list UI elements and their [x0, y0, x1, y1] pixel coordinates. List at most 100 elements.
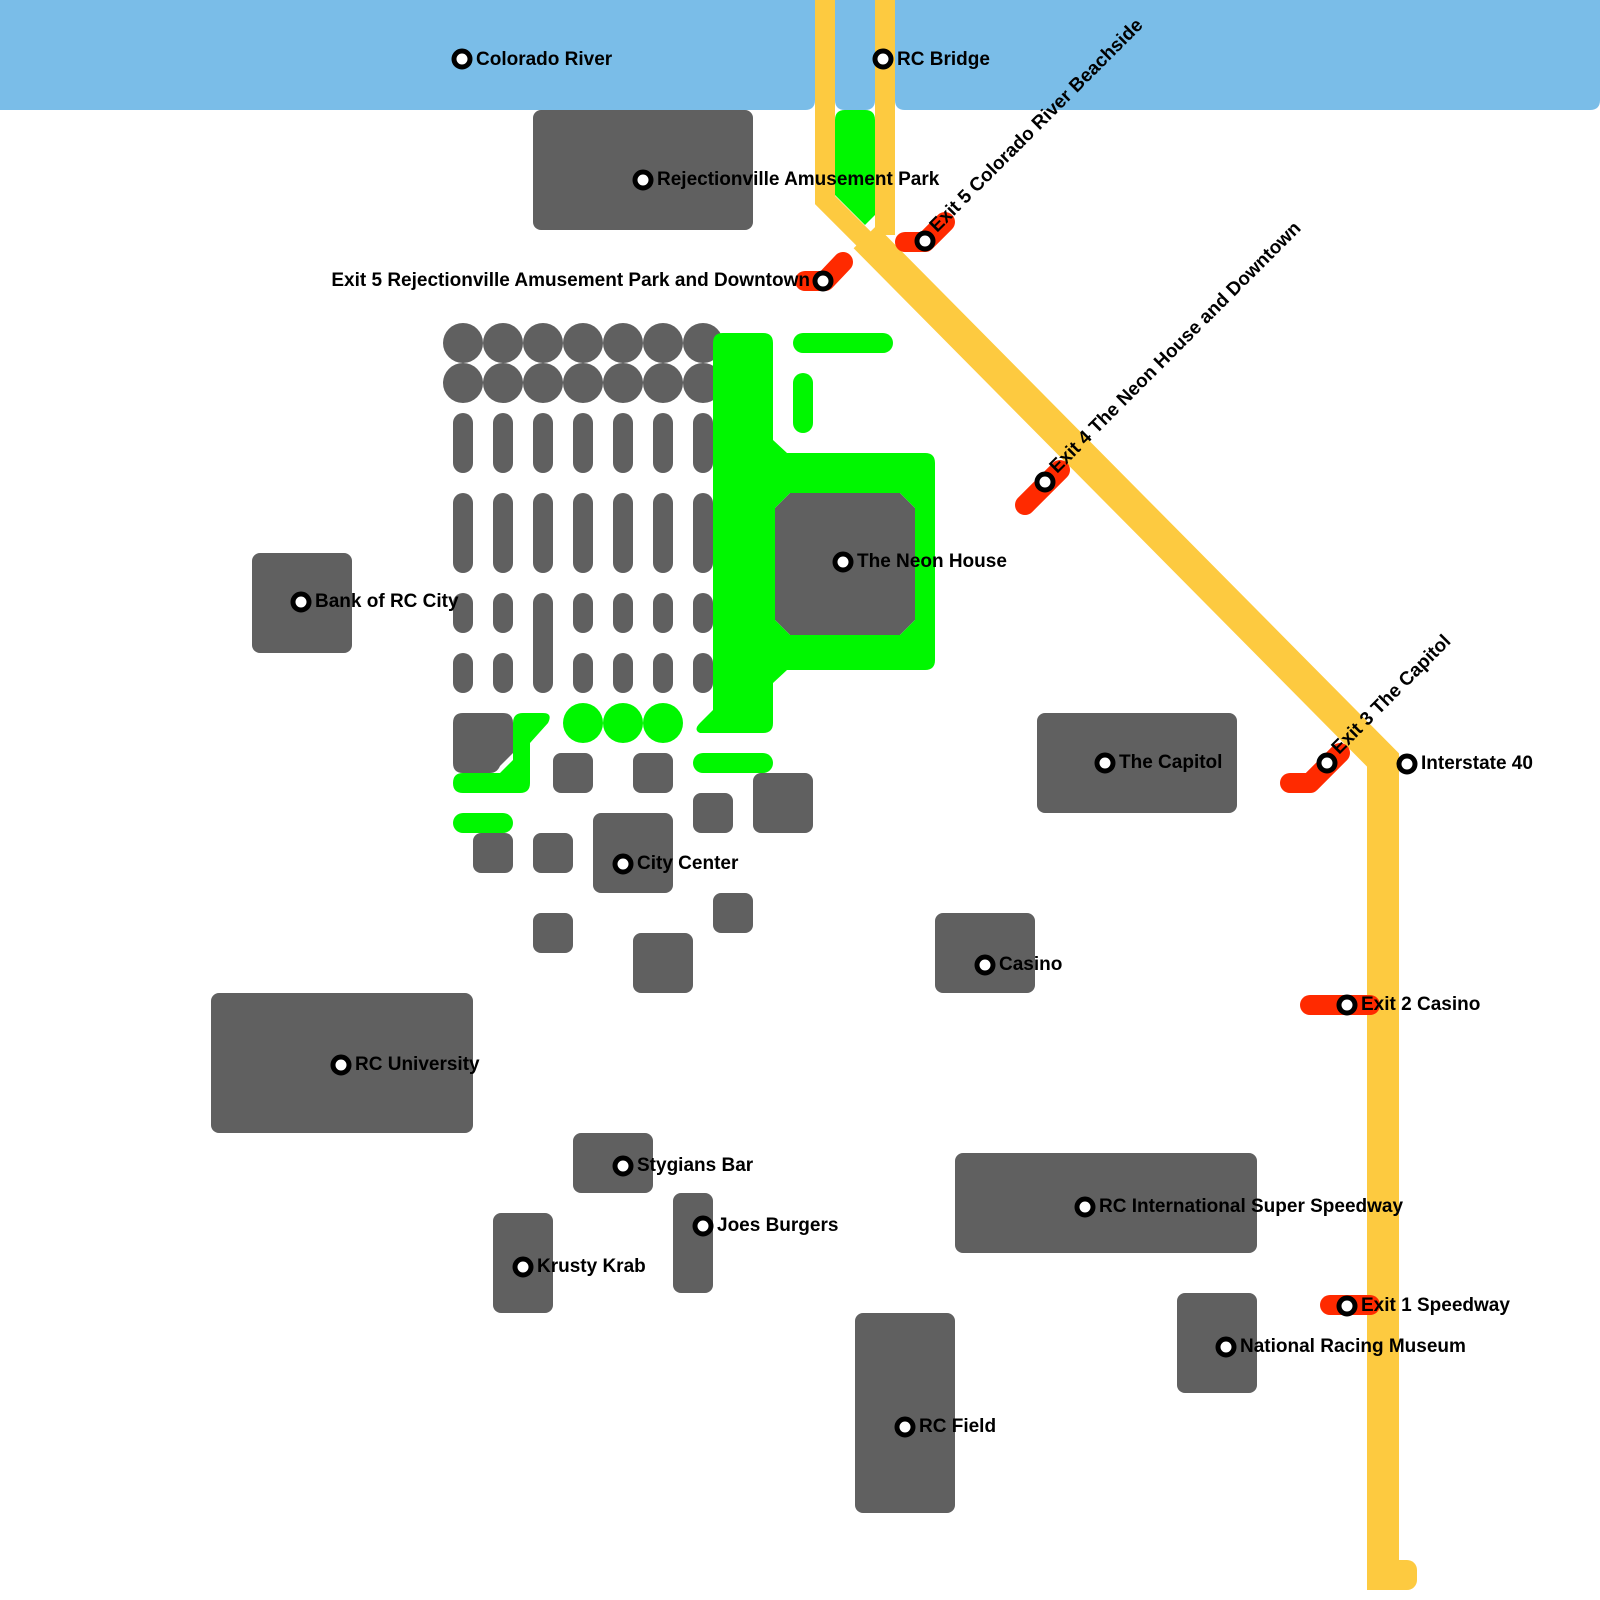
- station-marker-icon[interactable]: [832, 551, 854, 573]
- downtown-pill-block: [613, 593, 633, 633]
- station-interstate-40[interactable]: Interstate 40: [1396, 753, 1533, 775]
- station-exit-1[interactable]: Exit 1 Speedway: [1336, 1295, 1510, 1317]
- downtown-square-block: [553, 753, 593, 793]
- downtown-square-block: [633, 753, 673, 793]
- building-rc-field[interactable]: [855, 1313, 955, 1513]
- station-colorado-river[interactable]: Colorado River: [451, 48, 613, 70]
- downtown-blocks: [443, 323, 813, 993]
- station-rc-field[interactable]: RC Field: [894, 1416, 996, 1438]
- station-national-racing-museum[interactable]: National Racing Museum: [1215, 1336, 1466, 1358]
- downtown-circle-block: [563, 323, 603, 363]
- station-exit-4[interactable]: Exit 4 The Neon House and Downtown: [1034, 218, 1306, 493]
- downtown-pill-block: [613, 493, 633, 573]
- downtown-square-block: [533, 833, 573, 873]
- park-circle-3: [643, 703, 683, 743]
- building-city-center[interactable]: [593, 813, 673, 893]
- label-national-racing-museum: National Racing Museum: [1240, 1336, 1466, 1357]
- station-marker-icon[interactable]: [612, 1155, 634, 1177]
- station-rc-international-super-speedway[interactable]: RC International Super Speedway: [1074, 1196, 1403, 1218]
- label-rejectionville-amusement-park: Rejectionville Amusement Park: [657, 169, 940, 190]
- station-marker-icon[interactable]: [451, 48, 473, 70]
- station-krusty-krab[interactable]: Krusty Krab: [512, 1256, 646, 1278]
- downtown-pill-block: [493, 413, 513, 473]
- downtown-circle-block: [643, 363, 683, 403]
- downtown-pill-block: [573, 593, 593, 633]
- station-marker-icon[interactable]: [1336, 1295, 1358, 1317]
- downtown-square-block: [693, 793, 733, 833]
- downtown-pill-block: [693, 493, 713, 573]
- label-the-capitol: The Capitol: [1119, 752, 1222, 773]
- downtown-pill-block: [573, 413, 593, 473]
- station-the-neon-house[interactable]: The Neon House: [832, 551, 1007, 573]
- downtown-square-block: [533, 913, 573, 953]
- downtown-pill-block: [493, 493, 513, 573]
- station-marker-icon[interactable]: [812, 270, 834, 292]
- park-circle-2: [603, 703, 643, 743]
- label-rc-bridge: RC Bridge: [897, 49, 990, 70]
- station-marker-icon[interactable]: [914, 230, 936, 252]
- station-marker-icon[interactable]: [1094, 752, 1116, 774]
- downtown-pill-block: [653, 413, 673, 473]
- station-marker-icon[interactable]: [512, 1256, 534, 1278]
- river-segment-middle: [835, 0, 875, 110]
- station-rejectionville-amusement-park[interactable]: Rejectionville Amusement Park: [632, 169, 940, 191]
- station-marker-icon[interactable]: [1396, 753, 1418, 775]
- downtown-pill-block: [653, 593, 673, 633]
- station-marker-icon[interactable]: [1316, 752, 1338, 774]
- station-exit-5-rejectionville[interactable]: Exit 5 Rejectionville Amusement Park and…: [331, 270, 834, 292]
- park-strip-south: [693, 753, 773, 773]
- downtown-circle-block: [443, 363, 483, 403]
- station-marker-icon[interactable]: [1336, 994, 1358, 1016]
- station-casino[interactable]: Casino: [974, 954, 1062, 976]
- building-joes-burgers[interactable]: [673, 1193, 713, 1293]
- station-stygians-bar[interactable]: Stygians Bar: [612, 1155, 754, 1177]
- label-casino: Casino: [999, 954, 1062, 975]
- station-exit-2[interactable]: Exit 2 Casino: [1336, 994, 1480, 1016]
- station-city-center[interactable]: City Center: [612, 853, 739, 875]
- downtown-pill-block: [573, 493, 593, 573]
- station-rc-university[interactable]: RC University: [330, 1054, 480, 1076]
- label-exit-4: Exit 4 The Neon House and Downtown: [1046, 218, 1306, 478]
- downtown-square-block: [713, 893, 753, 933]
- building-rc-international-super-speedway[interactable]: [955, 1153, 1257, 1253]
- label-bank-of-rc-city: Bank of RC City: [315, 591, 459, 612]
- downtown-circle-block: [523, 363, 563, 403]
- building-the-capitol[interactable]: [1037, 713, 1237, 813]
- station-the-capitol[interactable]: The Capitol: [1094, 752, 1222, 774]
- downtown-pill-block: [453, 653, 473, 693]
- station-marker-icon[interactable]: [612, 853, 634, 875]
- label-stygians-bar: Stygians Bar: [637, 1155, 754, 1176]
- downtown-circle-block: [603, 323, 643, 363]
- downtown-circle-block: [523, 323, 563, 363]
- station-marker-icon[interactable]: [632, 169, 654, 191]
- station-bank-of-rc-city[interactable]: Bank of RC City: [290, 591, 459, 613]
- interstate-40-road: [815, 0, 1417, 1590]
- station-marker-icon[interactable]: [692, 1215, 714, 1237]
- station-rc-bridge[interactable]: RC Bridge: [872, 48, 990, 70]
- downtown-pill-block: [493, 593, 513, 633]
- downtown-square-block: [473, 833, 513, 873]
- station-marker-icon[interactable]: [894, 1416, 916, 1438]
- downtown-pill-block: [693, 593, 713, 633]
- station-marker-icon[interactable]: [974, 954, 996, 976]
- downtown-pill-block: [653, 653, 673, 693]
- downtown-square-block: [753, 773, 813, 833]
- interstate-40-main: [853, 225, 1399, 1590]
- downtown-pill-block: [653, 493, 673, 573]
- station-joes-burgers[interactable]: Joes Burgers: [692, 1215, 838, 1237]
- station-marker-icon[interactable]: [290, 591, 312, 613]
- downtown-pill-block: [613, 413, 633, 473]
- building-casino[interactable]: [935, 913, 1035, 993]
- label-rc-international-super-speedway: RC International Super Speedway: [1099, 1196, 1403, 1217]
- downtown-circle-block: [443, 323, 483, 363]
- river-segment-west: [0, 0, 815, 110]
- station-marker-icon[interactable]: [1074, 1196, 1096, 1218]
- park-bridge-median: [835, 110, 875, 225]
- park-neon-house-grounds: [696, 333, 935, 733]
- station-marker-icon[interactable]: [1034, 471, 1056, 493]
- station-marker-icon[interactable]: [1215, 1336, 1237, 1358]
- station-marker-icon[interactable]: [872, 48, 894, 70]
- station-marker-icon[interactable]: [330, 1054, 352, 1076]
- downtown-pill-block: [573, 653, 593, 693]
